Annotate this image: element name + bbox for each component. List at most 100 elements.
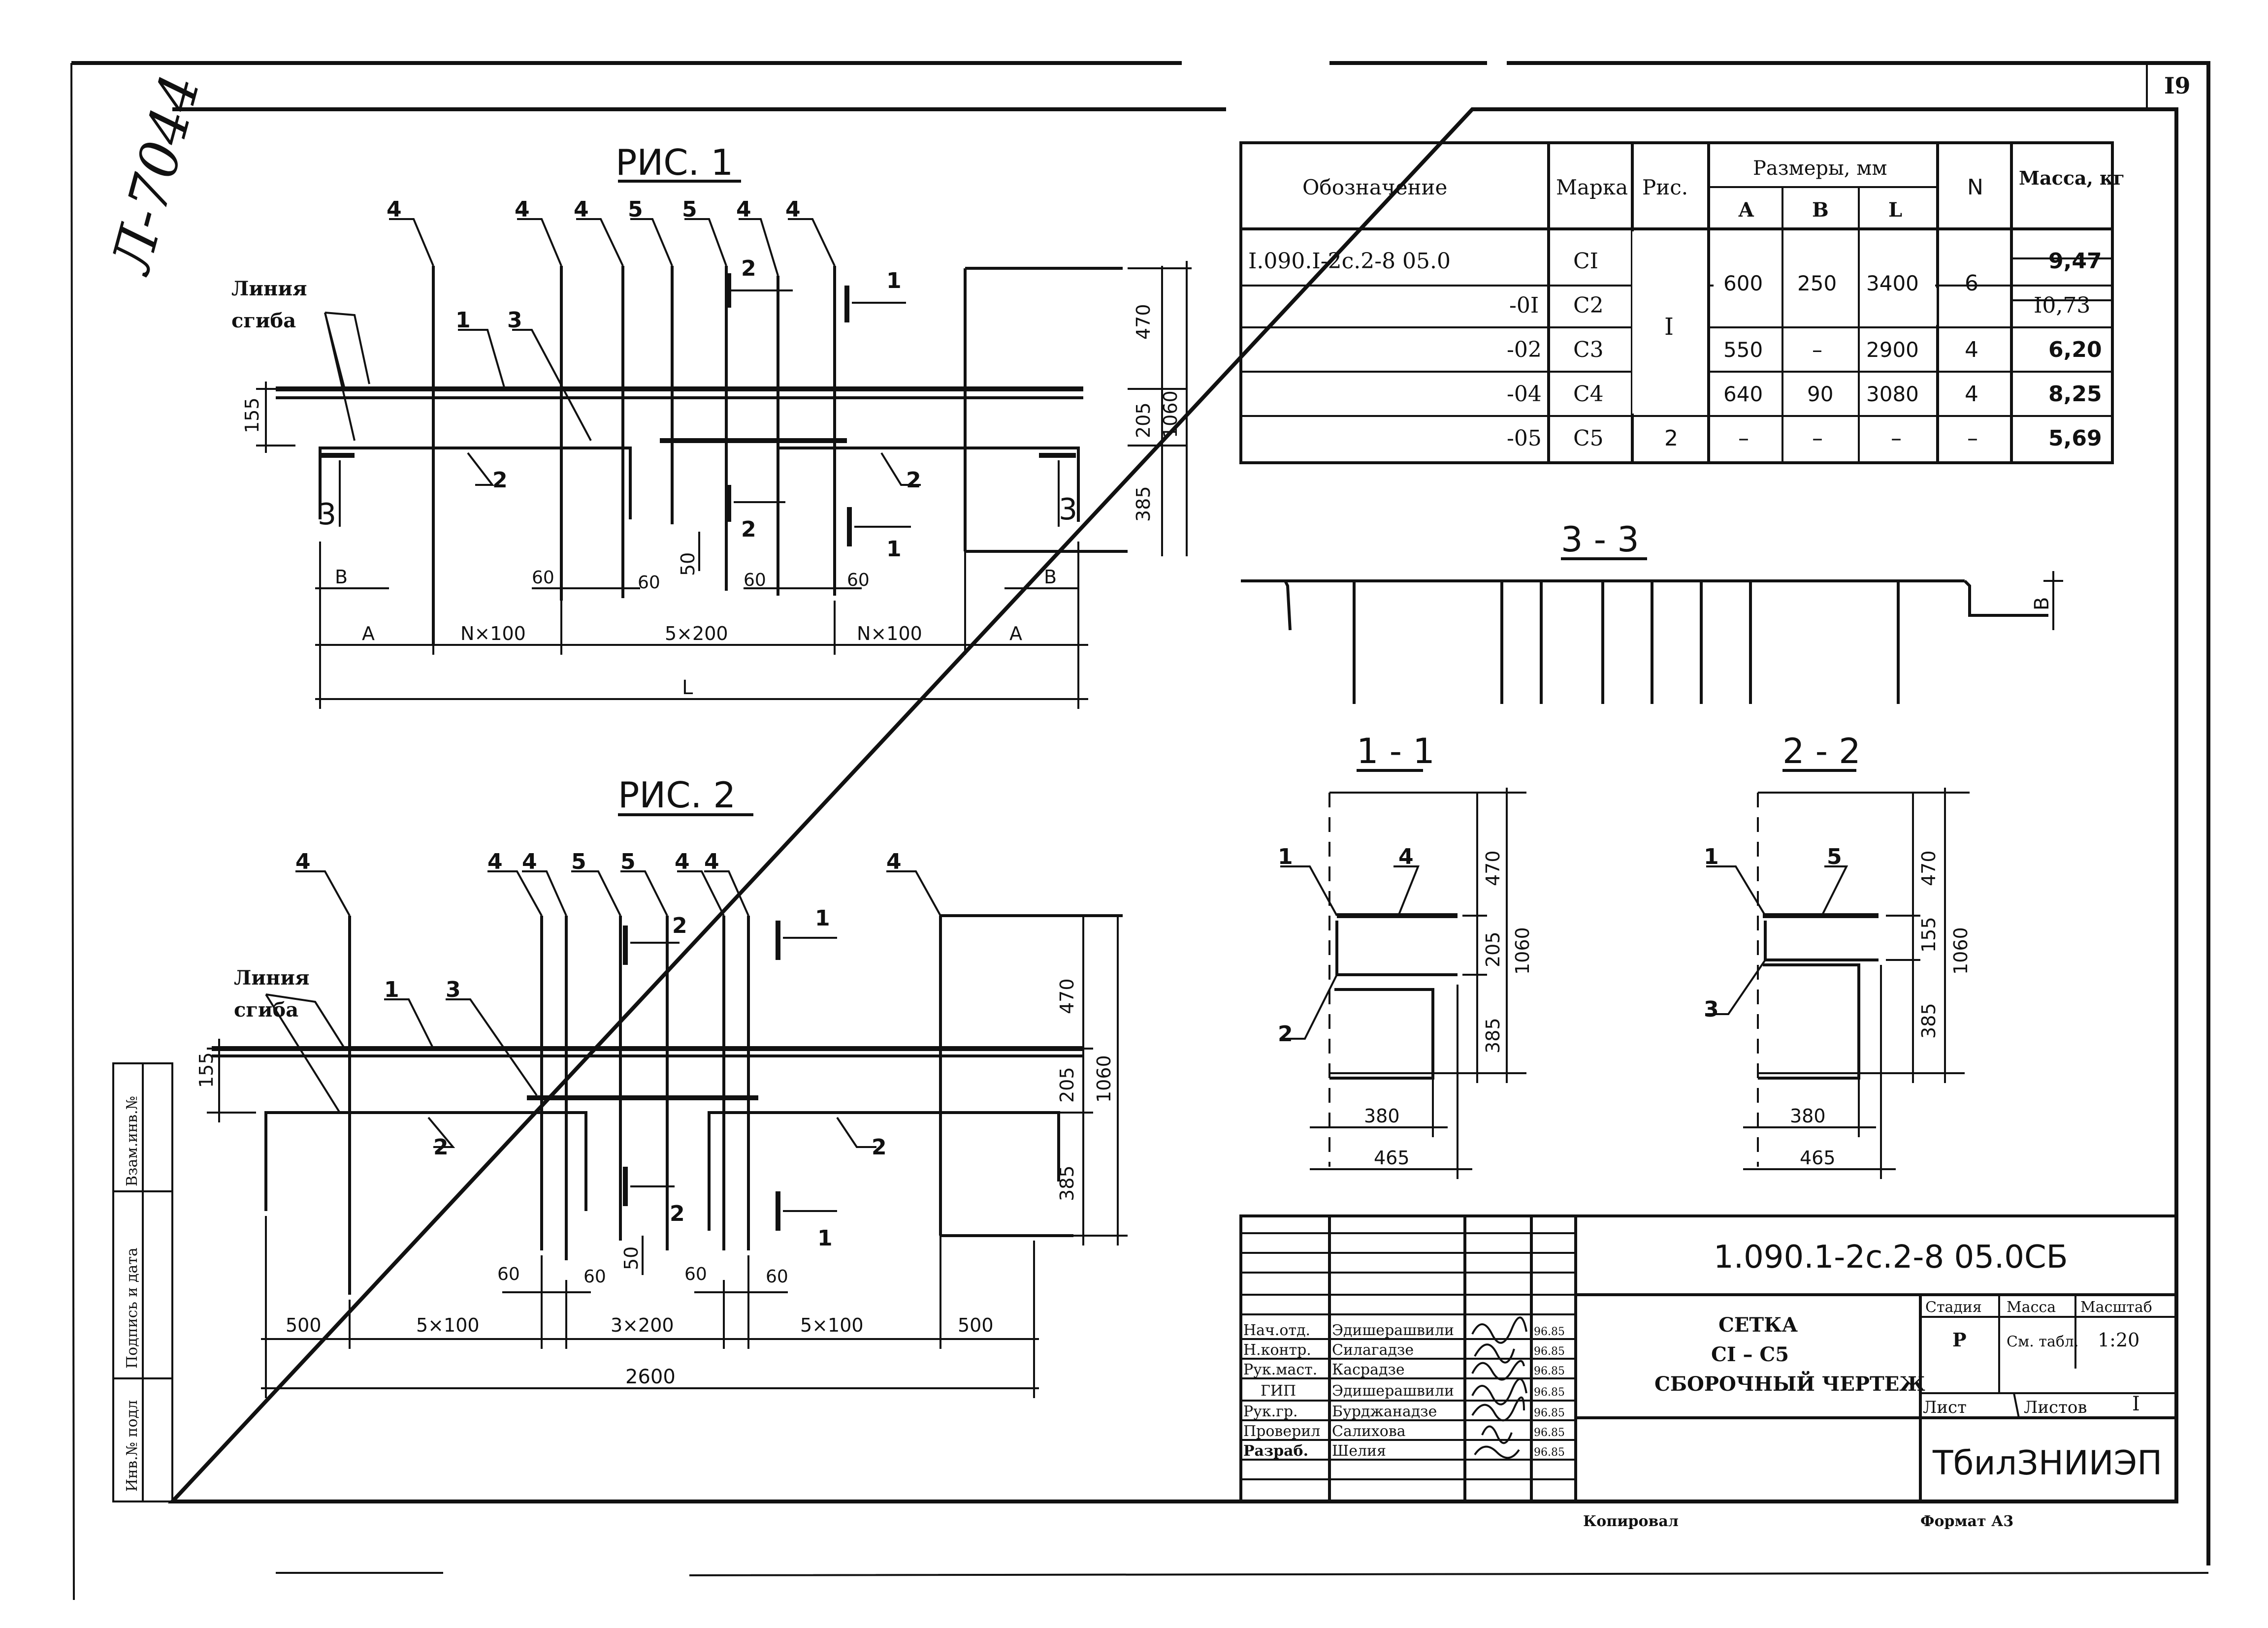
fig2-callout: 2 [433,1135,449,1160]
signature-date: 96.85 [1534,1365,1565,1377]
spec-row-fig: 2 [1664,426,1678,451]
section-1-1-dim-205: 205 [1482,931,1504,967]
spec-row-a: – [1738,426,1749,451]
section-3-3-title: 3 - 3 [1561,519,1639,560]
stage-value: Р [1952,1329,1967,1351]
fig2-section-marks [623,921,837,1231]
section-2-2-callout: 3 [1704,997,1719,1022]
signature-date: 96.85 [1534,1446,1565,1459]
fig1-dim-50: 50 [677,552,699,576]
spec-header-fig: Рис. [1642,175,1688,199]
spec-rows: I.090.I-2с.2-8 05.0 СI I 600 250 3400 6 … [1248,249,2102,451]
spec-row-b: – [1812,426,1823,451]
fig2-dim-2600: 2600 [625,1366,676,1388]
fig2-dim-385: 385 [1056,1165,1078,1201]
section-1-1-callout: 2 [1278,1021,1293,1047]
signature-role: ГИП [1261,1382,1296,1400]
section-2-2-callout: 1 [1704,844,1719,869]
section-1-1-dim-1060: 1060 [1512,927,1533,975]
fig2-dim-lines [207,916,1128,1398]
fig1-dim-60: 60 [744,570,766,590]
fig2-section-mark: 2 [670,1201,685,1226]
fig2-callout: 3 [446,977,461,1002]
spec-row-mark: С5 [1573,426,1604,451]
spec-header-b: В [1812,198,1829,222]
spec-row-a: 600 [1723,271,1763,295]
fig1-section-mark: 1 [886,537,902,562]
spec-row-n: 4 [1965,337,1978,362]
spec-row-l: 2900 [1866,338,1919,362]
spec-header-l: L [1888,198,1902,222]
fig2-dim-500: 500 [286,1314,322,1336]
section-3-3-dim: В [2031,597,2053,610]
fig1-callout: 4 [736,197,751,222]
fig1-callout: 4 [387,197,402,222]
fig2-bend-line-label: сгиба [234,998,298,1021]
fig1-dim-60: 60 [847,570,870,590]
fig2-callout: 4 [522,849,537,874]
fig2-callout: 4 [295,849,311,874]
fig1-callout-leaders [324,218,921,486]
section-2-2-dim-465: 465 [1800,1147,1836,1169]
fig1-dim-lines [256,261,1192,709]
spec-row-b: 90 [1807,382,1833,406]
signature-date: 96.85 [1534,1407,1565,1419]
strip-label-sign-date: Подпись и дата [124,1247,141,1369]
spec-row-mass: 8,25 [2048,382,2102,407]
fig2-dim-60: 60 [766,1267,788,1287]
section-2-2-dim-380: 380 [1790,1105,1826,1127]
fig2-callout: 4 [704,849,719,874]
signature-role: Разраб. [1243,1442,1308,1460]
section-1-1-callout: 1 [1278,844,1293,869]
spec-row-a: 550 [1723,338,1763,362]
fig1-dim-60: 60 [638,573,660,593]
fig1-dim-nx100: N×100 [460,623,526,644]
fig1-callout: 1 [455,308,471,333]
figure-2: РИС. 2 [195,774,1128,1398]
fig2-callout: 4 [675,849,690,874]
fig2-dim-500: 500 [958,1314,994,1336]
spec-row-mass: I0,73 [2034,293,2090,318]
fig2-dim-5x100: 5×100 [800,1314,864,1336]
fig2-callout: 1 [384,977,399,1002]
section-2-2-title: 2 - 2 [1782,731,1861,771]
doc-code: 1.090.1-2с.2-8 05.0СБ [1714,1239,2068,1276]
fig1-dim-l: L [682,676,693,699]
fig1-section-marks [320,273,1076,546]
spec-row-l: 3400 [1866,271,1919,295]
spec-row-mass: 9,47 [2048,249,2102,274]
fig1-dim-470: 470 [1133,304,1154,340]
signature-date: 96.85 [1534,1326,1565,1338]
fig1-dim-b-left: В [335,566,348,588]
signature-rows: Нач.отд. Эдишерашвили 96.85 Н.контр. Сил… [1243,1322,1565,1460]
section-2-2-dim-385: 385 [1918,1003,1940,1039]
signature-date: 96.85 [1534,1427,1565,1439]
fig2-title: РИС. 2 [618,774,736,816]
spec-header-sizes: Размеры, мм [1753,157,1887,180]
section-2-2-dim-155: 155 [1918,917,1940,953]
signature-name: Силагадзе [1332,1341,1414,1359]
fig2-dim-205: 205 [1056,1067,1078,1103]
strip-label-replace: Взам.инв.№ [124,1096,141,1186]
spec-row-mark: С3 [1573,337,1604,362]
spec-row-n: 6 [1965,271,1978,296]
title-block [1239,1214,2178,1503]
fig1-dim-60: 60 [532,568,554,588]
organization: ТбилЗНИИЭП [1932,1444,2162,1483]
fig2-callout: 5 [620,849,636,874]
fig1-dim-a: А [362,623,375,644]
drawing-name-line: СЕТКА [1718,1313,1798,1337]
spec-row-designation: -02 [1507,337,1542,362]
signature-name: Шелия [1332,1442,1386,1460]
fig2-section-mark: 1 [817,1226,833,1251]
fig1-callout: 4 [574,197,589,222]
spec-row-designation: -04 [1507,382,1542,407]
signature-name: Эдишерашвили [1332,1382,1454,1400]
signature-name: Салихова [1332,1423,1406,1440]
fig2-callout-leaders [265,870,941,1148]
section-1-1-title: 1 - 1 [1357,731,1435,771]
spec-row-mark: С4 [1573,382,1604,407]
spec-row-l: – [1891,426,1902,451]
strip-label-inv: Инв.№ подл [124,1400,141,1492]
